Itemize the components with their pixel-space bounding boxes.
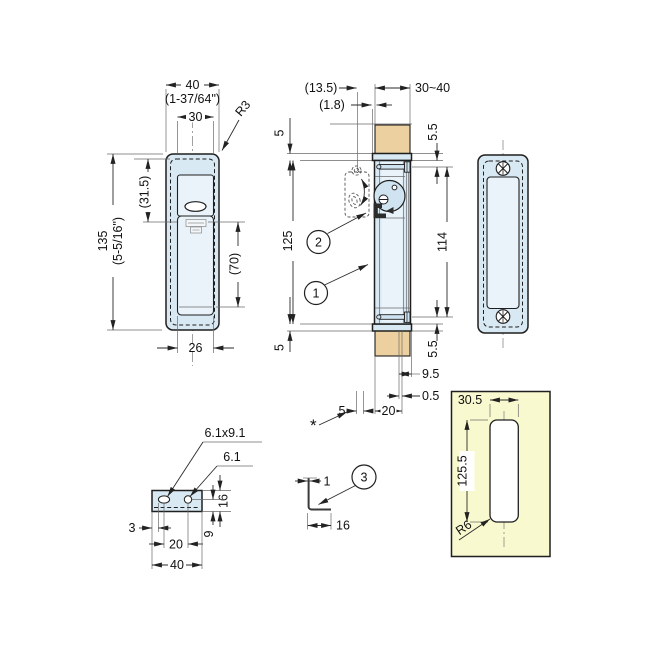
- rear-hidden-line: [483, 160, 523, 328]
- dim-slot: 6.1x9.1: [204, 426, 245, 440]
- cutout-dimensions: 30.5 125.5 R6: [453, 393, 519, 541]
- dim-hole-pitch: 20: [169, 538, 183, 552]
- dim-body-length: 125: [281, 231, 295, 252]
- dim-protrusion: (13.5): [305, 81, 338, 95]
- top-flange: [371, 152, 413, 162]
- section-dimensions: (13.5) (1.8) 30~40 5 125 5 5.5 114 5.5: [273, 81, 454, 435]
- dim-width-inches: (1-37/64"): [165, 92, 220, 106]
- dim-recess-height: (70): [228, 253, 242, 275]
- angle-dimensions: 1 16: [295, 475, 350, 533]
- dim-door-thickness: 30~40: [415, 81, 450, 95]
- dim-cutout-width: 30.5: [458, 393, 482, 407]
- latch-mechanism: [373, 179, 406, 218]
- callout-2: 2: [306, 212, 367, 255]
- callout-1-number: 1: [313, 287, 320, 301]
- angle-view: 1 16 3: [295, 464, 377, 533]
- rear-screw-top: [495, 161, 511, 176]
- bottom-screw: [376, 311, 411, 323]
- dim-edge-offset: 5: [339, 404, 346, 418]
- dim-corner-radius: R3: [232, 98, 253, 119]
- front-view: 40 (1-37/64") 30 R3 (31.5) 135 (5-5/16"): [96, 78, 253, 366]
- dim-bottom-lip: 5: [273, 344, 287, 351]
- finger-oval: [184, 201, 207, 212]
- dim-plate-thickness: (1.8): [319, 98, 345, 112]
- dim-screw-span: 114: [436, 232, 450, 252]
- front-dimensions: 40 (1-37/64") 30 R3 (31.5) 135 (5-5/16"): [96, 78, 253, 355]
- door-top-block: [374, 124, 411, 155]
- dim-width: 40: [186, 78, 200, 92]
- hook: [373, 203, 386, 218]
- rear-view: [477, 140, 529, 350]
- rotation-arrow: [360, 178, 369, 206]
- bracket-dimensions: 6.1x9.1 6.1 16 9 3 20: [129, 426, 262, 572]
- dim-recess-width: 30: [189, 110, 203, 124]
- bottom-flange: [371, 323, 413, 332]
- dim-bottom-width: 26: [189, 341, 203, 355]
- cutout-hole: [489, 419, 519, 523]
- dim-height: 135: [96, 231, 110, 252]
- bracket-hole: [183, 495, 193, 504]
- dim-hole: 6.1: [223, 450, 240, 464]
- dim-bottom-lip-right: 5.5: [426, 340, 440, 357]
- door-bottom-block: [374, 329, 411, 357]
- dim-bracket-height: 16: [217, 494, 231, 508]
- dim-angle-thickness: 1: [324, 475, 331, 489]
- dim-backset: 20: [382, 404, 396, 418]
- ghost-open-position: [344, 165, 370, 218]
- dim-bracket-edge-offset: 3: [129, 521, 136, 535]
- callout-3: 3: [318, 464, 377, 505]
- hook-wedge: [386, 207, 394, 214]
- dim-top-lip-right: 5.5: [426, 123, 440, 140]
- bracket-slot: [157, 495, 171, 504]
- dim-flap-height: (31.5): [138, 176, 152, 209]
- dim-angle-leg: 16: [336, 519, 350, 533]
- callout-3-number: 3: [361, 471, 368, 485]
- dim-hook-gap: 0.5: [422, 389, 439, 403]
- note-asterisk: *: [310, 416, 317, 435]
- section-view: 2 1 (13.5) (1.8) 30~40 5 125 5 5.5: [273, 81, 454, 435]
- dim-height-inches: (5-5/16"): [111, 217, 125, 265]
- top-screw: [376, 161, 411, 173]
- cam-pin: [391, 184, 398, 191]
- dim-bracket-width: 40: [170, 558, 184, 572]
- bracket-view: 6.1x9.1 6.1 16 9 3 20: [129, 426, 262, 572]
- dim-hook-offset: 9.5: [422, 367, 439, 381]
- nameplate: [185, 219, 207, 234]
- dim-hole-height: 9: [202, 530, 216, 537]
- cutout-view: 30.5 125.5 R6: [450, 390, 551, 558]
- dim-top-lip: 5: [273, 129, 287, 136]
- rear-recess: [486, 176, 520, 310]
- callout-1: 1: [303, 264, 369, 306]
- callout-2-number: 2: [315, 236, 322, 250]
- section-reference-lines: [287, 84, 453, 332]
- front-hidden-cutout: [170, 158, 215, 326]
- rear-screw-bottom: [495, 309, 511, 324]
- dim-cutout-height: 125.5: [456, 455, 470, 486]
